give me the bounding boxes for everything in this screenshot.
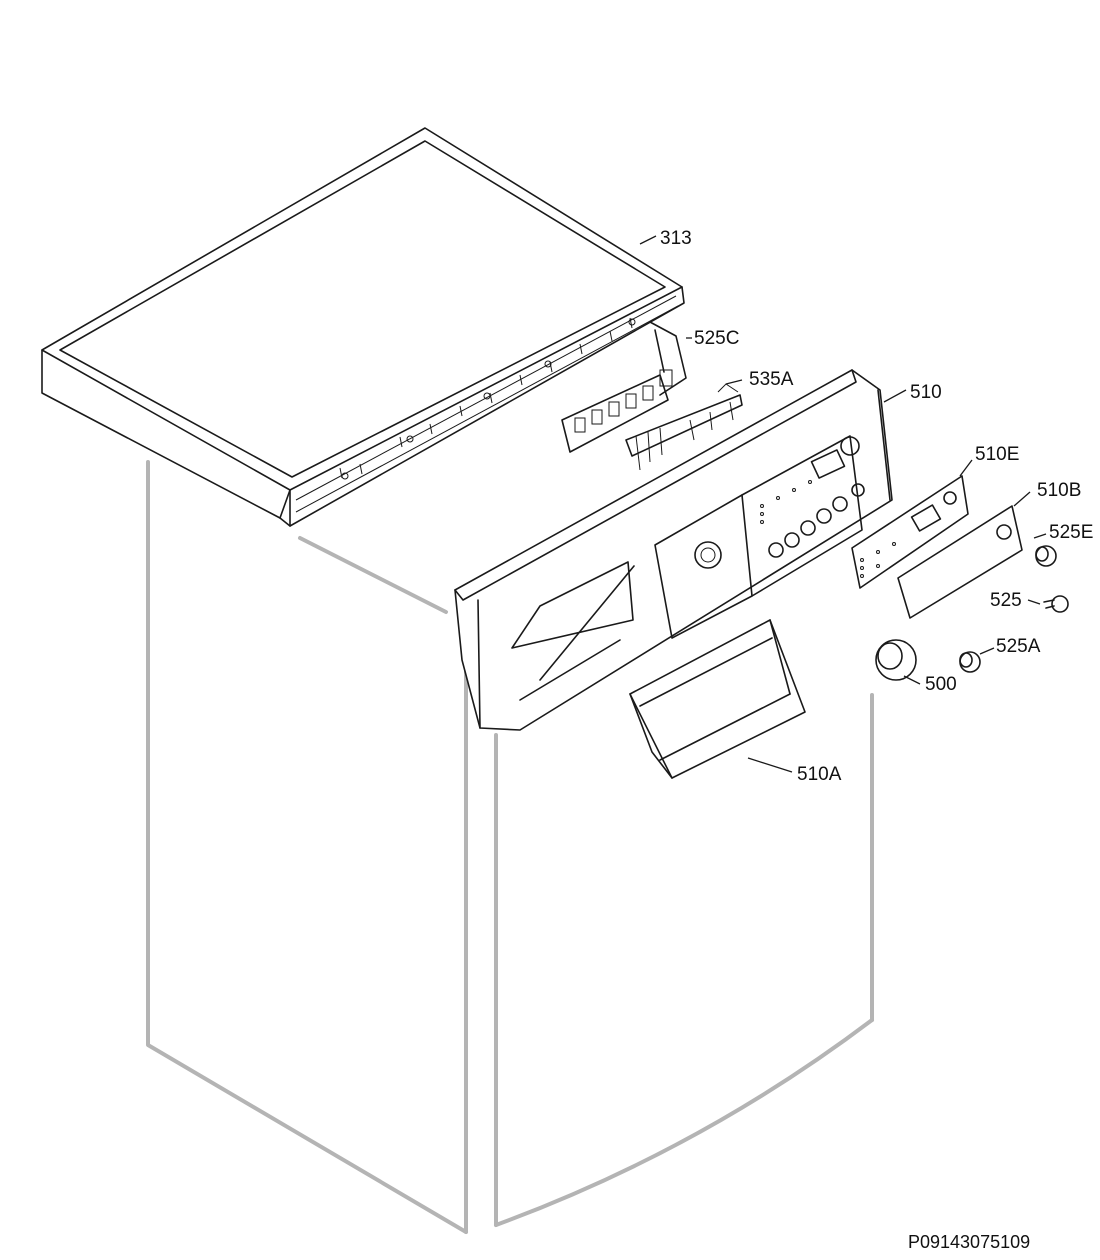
label-510B: 510B <box>1037 480 1081 501</box>
button-525A <box>959 651 981 673</box>
label-510E: 510E <box>975 444 1019 465</box>
label-500: 500 <box>925 674 957 695</box>
detergent-drawer-510A <box>629 619 806 779</box>
cabinet-ghost-outline <box>146 460 874 1234</box>
top-cover-313 <box>41 127 685 527</box>
label-510A: 510A <box>797 764 842 785</box>
label-525E: 525E <box>1049 522 1093 543</box>
label-525C: 525C <box>694 328 739 349</box>
control-panel-510 <box>454 369 893 731</box>
button-525 <box>1043 595 1069 613</box>
label-525A: 525A <box>996 636 1041 657</box>
label-510: 510 <box>910 382 942 403</box>
leader-lines <box>639 235 1047 773</box>
label-313: 313 <box>660 228 692 249</box>
part-labels: 313 525C 535A 510 510E 510B 525E 525 525… <box>660 228 1093 785</box>
drawing-code: P09143075109 <box>908 1232 1030 1252</box>
knob-500 <box>875 639 917 681</box>
decor-panel-510B <box>897 505 1023 619</box>
bracket-525C <box>561 321 687 453</box>
decor-panel-510E <box>851 475 969 589</box>
light-guide-535A <box>625 383 743 471</box>
button-525E <box>1035 545 1057 567</box>
label-525: 525 <box>990 590 1022 611</box>
label-535A: 535A <box>749 369 794 390</box>
